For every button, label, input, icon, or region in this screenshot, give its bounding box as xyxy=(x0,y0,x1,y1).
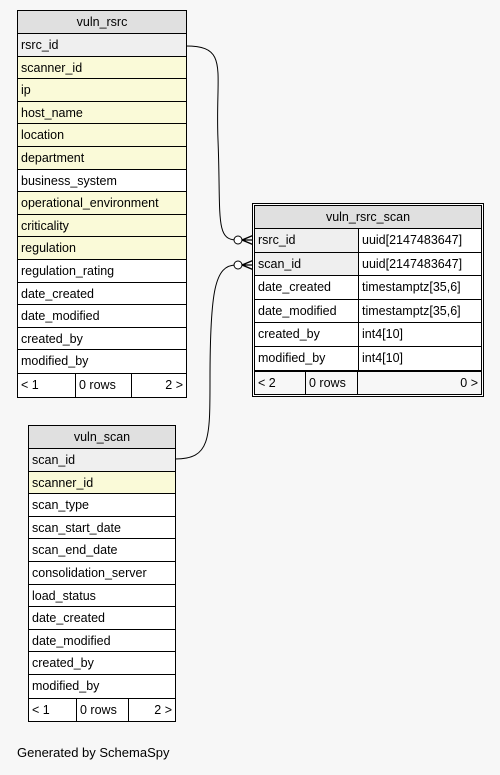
column-type: int4[10] xyxy=(359,346,481,370)
column-scan-id[interactable]: scan_id xyxy=(29,449,175,472)
generator-caption: Generated by SchemaSpy xyxy=(17,745,170,760)
column-regulation-rating[interactable]: regulation_rating xyxy=(18,259,186,283)
column-scanner-id[interactable]: scanner_id xyxy=(29,471,175,495)
column-name: rsrc_id xyxy=(255,229,359,252)
column-name: modified_by xyxy=(255,346,359,370)
column-regulation[interactable]: regulation xyxy=(18,237,186,260)
column-modified-by[interactable]: modified_by xyxy=(18,350,186,373)
column-rsrc-id[interactable]: rsrc_id xyxy=(18,34,186,57)
rows-count: 0 rows xyxy=(305,371,357,395)
column-name: created_by xyxy=(255,323,359,346)
column-created-by[interactable]: created_by xyxy=(29,652,175,675)
column-name: scan_id xyxy=(255,252,359,276)
column-consolidation-server[interactable]: consolidation_server xyxy=(29,561,175,585)
column-location[interactable]: location xyxy=(18,124,186,147)
column-type: timestamptz[35,6] xyxy=(359,276,481,299)
column-scan-start-date[interactable]: scan_start_date xyxy=(29,516,175,540)
column-scanner-id[interactable]: scanner_id xyxy=(18,56,186,80)
link-rsrc-id xyxy=(185,45,237,241)
link-scan-id xyxy=(174,264,237,460)
parents-count[interactable]: < 2 xyxy=(255,371,305,395)
column-type: uuid[2147483647] xyxy=(359,252,481,276)
column-name: date_modified xyxy=(255,299,359,323)
column-ip[interactable]: ip xyxy=(18,79,186,102)
column-department[interactable]: department xyxy=(18,146,186,170)
column-modified-by[interactable]: modified_by xyxy=(29,674,175,698)
column-date-modified[interactable]: date_modified xyxy=(18,305,186,328)
table-title[interactable]: vuln_scan xyxy=(29,426,175,449)
column-criticality[interactable]: criticality xyxy=(18,214,186,238)
table-footer: < 2 0 rows 0 > xyxy=(255,370,481,395)
children-count[interactable]: 0 > xyxy=(357,371,481,395)
column-type: int4[10] xyxy=(359,323,481,346)
column-operational-environment[interactable]: operational_environment xyxy=(18,192,186,215)
rows-count: 0 rows xyxy=(75,373,131,397)
children-count[interactable]: 2 > xyxy=(131,373,186,397)
column-scan-type[interactable]: scan_type xyxy=(29,494,175,517)
table-title[interactable]: vuln_rsrc_scan xyxy=(255,206,481,229)
column-date-created[interactable]: date_created xyxy=(29,607,175,630)
link-scan-id-zero-marker xyxy=(233,260,243,270)
column-load-status[interactable]: load_status xyxy=(29,584,175,608)
link-rsrc-id-zero-marker xyxy=(233,235,243,245)
table-title[interactable]: vuln_rsrc xyxy=(18,11,186,34)
column-date-modified[interactable]: date_modified xyxy=(29,629,175,653)
table-footer: < 1 0 rows 2 > xyxy=(29,697,175,722)
column-host-name[interactable]: host_name xyxy=(18,101,186,125)
rows-count: 0 rows xyxy=(76,698,128,722)
column-date-created[interactable]: date_created xyxy=(18,282,186,306)
column-business-system[interactable]: business_system xyxy=(18,169,186,193)
column-name: date_created xyxy=(255,276,359,299)
parents-count[interactable]: < 1 xyxy=(21,377,39,392)
column-scan-end-date[interactable]: scan_end_date xyxy=(29,539,175,562)
children-count[interactable]: 2 > xyxy=(128,698,175,722)
parents-count[interactable]: < 1 xyxy=(32,702,50,717)
table-footer: < 1 0 rows 2 > xyxy=(18,372,186,397)
column-type: uuid[2147483647] xyxy=(359,229,481,252)
column-type: timestamptz[35,6] xyxy=(359,299,481,323)
column-created-by[interactable]: created_by xyxy=(18,327,186,351)
